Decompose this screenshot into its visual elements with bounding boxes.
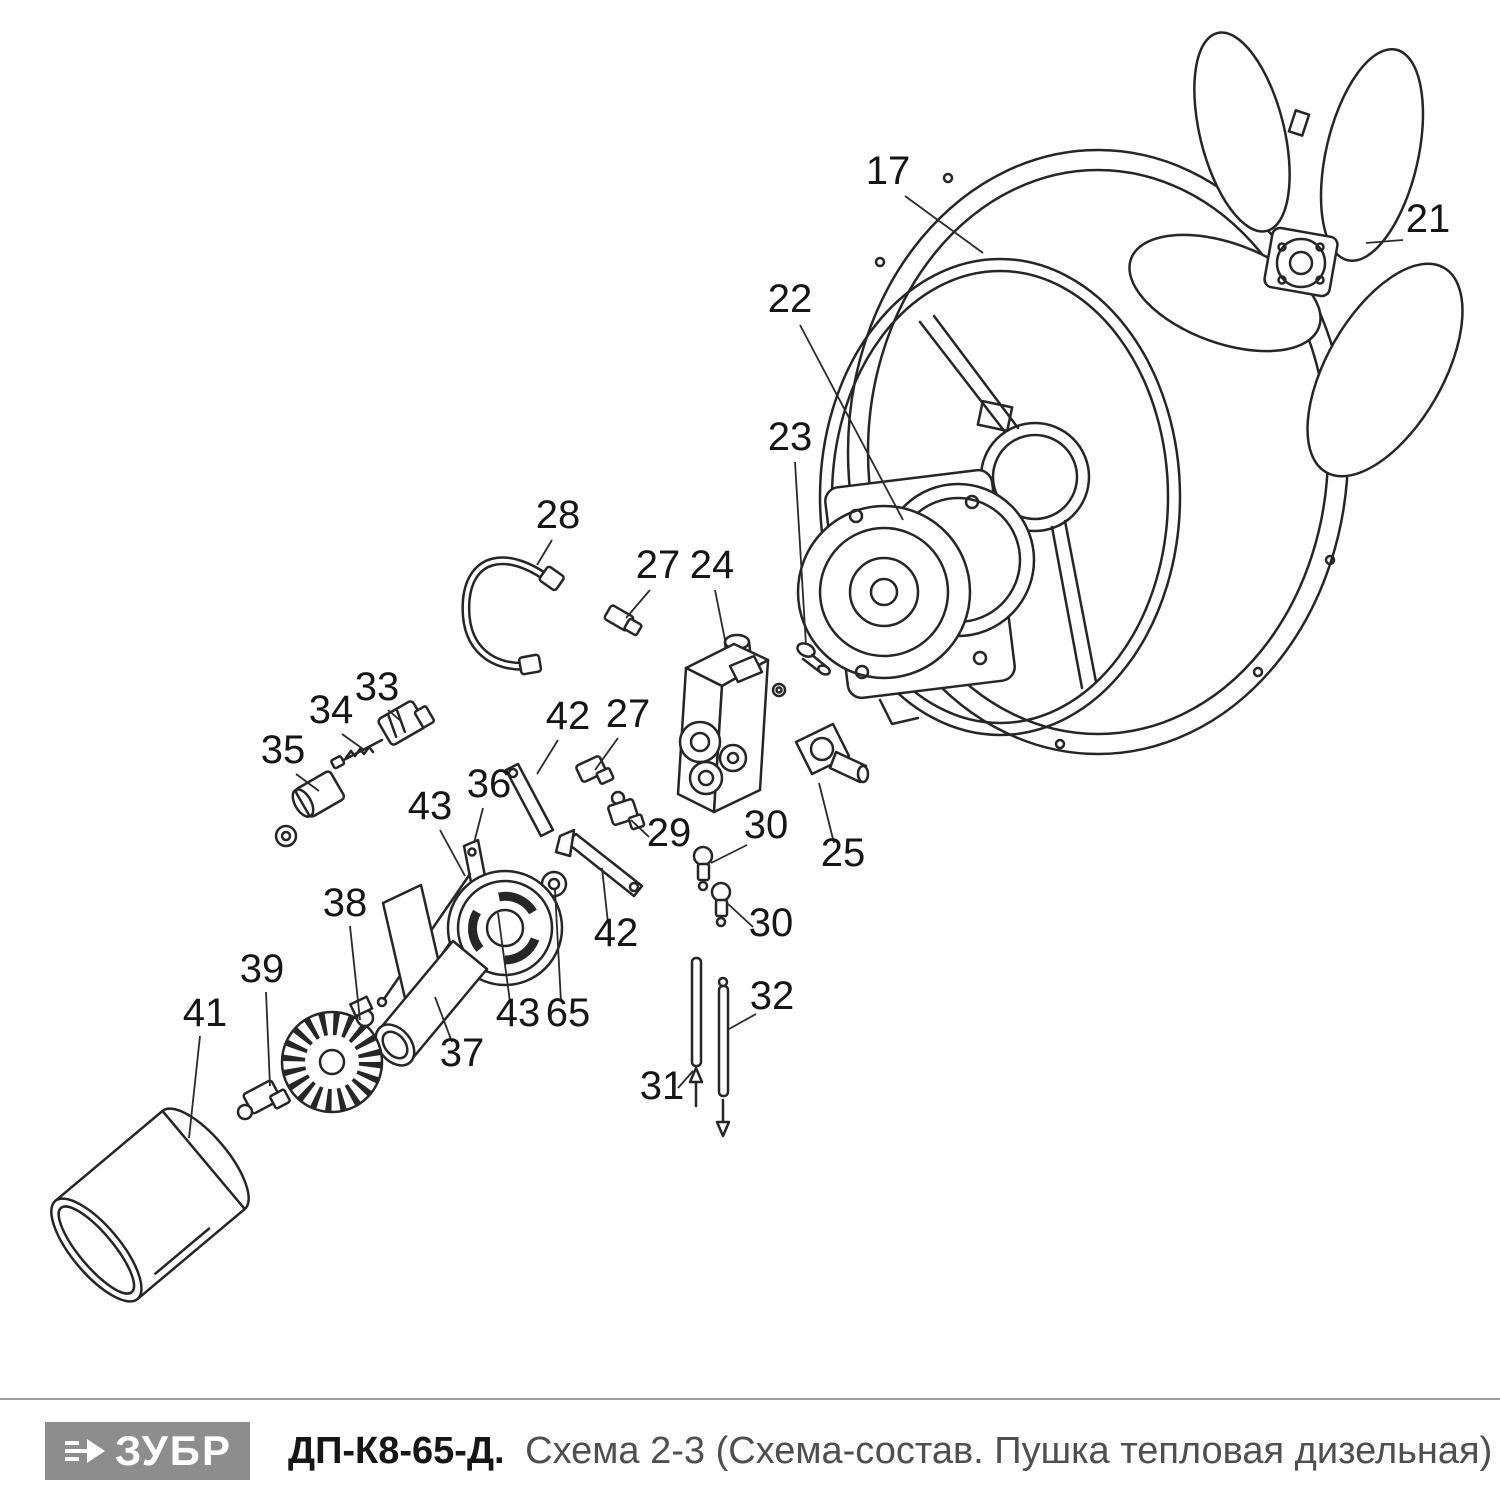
bolt-spring-34 bbox=[330, 738, 384, 770]
part-label-42-upper: 42 bbox=[546, 694, 591, 738]
part-label-43-lower: 43 bbox=[496, 991, 541, 1035]
part-label-28: 28 bbox=[536, 493, 581, 537]
nozzle-holder-33 bbox=[377, 700, 436, 746]
part-label-30-upper: 30 bbox=[744, 803, 789, 847]
filter-tube-32 bbox=[715, 976, 731, 1138]
part-label-27-upper: 27 bbox=[636, 543, 681, 587]
fitting-27-upper bbox=[603, 604, 643, 637]
combustion-chamber bbox=[50, 1107, 250, 1303]
zubr-logo: ЗУБР bbox=[45, 1422, 250, 1480]
fuel-nozzle bbox=[236, 1079, 291, 1121]
filter-tube-31 bbox=[688, 956, 704, 1108]
part-label-41: 41 bbox=[183, 991, 228, 1035]
bolt-and-washers bbox=[771, 642, 831, 698]
burner-body bbox=[374, 883, 489, 1067]
flame-stabilizer-ring bbox=[280, 995, 384, 1114]
model-text: ДП-К8-65-Д. bbox=[288, 1429, 505, 1472]
part-label-21: 21 bbox=[1406, 197, 1451, 241]
bracket-42-upper bbox=[504, 762, 555, 838]
exploded-parts-diagram: 17 21 22 23 28 27 24 33 34 35 42 27 36 4… bbox=[50, 31, 1464, 1303]
leader-lines bbox=[188, 195, 1404, 1139]
fitting-27-lower bbox=[575, 755, 615, 785]
sleeve-35 bbox=[274, 770, 346, 848]
part-label-24: 24 bbox=[690, 543, 735, 587]
part-label-36: 36 bbox=[467, 762, 512, 806]
fuel-pump bbox=[676, 633, 770, 814]
part-label-33: 33 bbox=[355, 665, 400, 709]
part-labels: 17 21 22 23 28 27 24 33 34 35 42 27 36 4… bbox=[183, 149, 1451, 1108]
part-label-31: 31 bbox=[640, 1064, 685, 1108]
part-label-43-upper: 43 bbox=[408, 784, 453, 828]
part-label-32: 32 bbox=[750, 974, 795, 1018]
footer: ЗУБР ДП-К8-65-Д. Схема 2-3 (Схема-состав… bbox=[0, 1398, 1500, 1502]
part-label-23: 23 bbox=[768, 415, 813, 459]
zubr-arrow-icon bbox=[64, 1439, 105, 1463]
fitting-29 bbox=[607, 790, 646, 831]
part-label-34: 34 bbox=[309, 688, 354, 732]
fitting-30-lower bbox=[710, 881, 732, 928]
part-label-25: 25 bbox=[821, 831, 866, 875]
part-label-39: 39 bbox=[240, 947, 285, 991]
part-label-22: 22 bbox=[768, 277, 813, 321]
part-label-65: 65 bbox=[546, 991, 591, 1035]
motor bbox=[796, 468, 1036, 726]
bracket-42-lower bbox=[554, 828, 644, 898]
zubr-logo-text: ЗУБР bbox=[114, 1427, 233, 1474]
subtitle-text: Схема 2-3 (Схема-состав. Пушка тепловая … bbox=[525, 1429, 1493, 1472]
part-label-38: 38 bbox=[323, 881, 368, 925]
fitting-30-upper bbox=[692, 845, 714, 892]
part-label-29: 29 bbox=[647, 811, 692, 855]
part-label-37: 37 bbox=[440, 1031, 485, 1075]
diagram-caption: ДП-К8-65-Д. Схема 2-3 (Схема-состав. Пуш… bbox=[288, 1430, 1492, 1473]
part-label-42-lower: 42 bbox=[594, 911, 639, 955]
fuel-tube bbox=[461, 556, 565, 676]
part-label-27-lower: 27 bbox=[606, 692, 651, 736]
part-label-35: 35 bbox=[261, 728, 306, 772]
fan-impeller bbox=[1128, 31, 1464, 478]
pump-coupling bbox=[794, 722, 870, 784]
part-label-17: 17 bbox=[866, 149, 911, 193]
part-label-30-lower: 30 bbox=[749, 901, 794, 945]
